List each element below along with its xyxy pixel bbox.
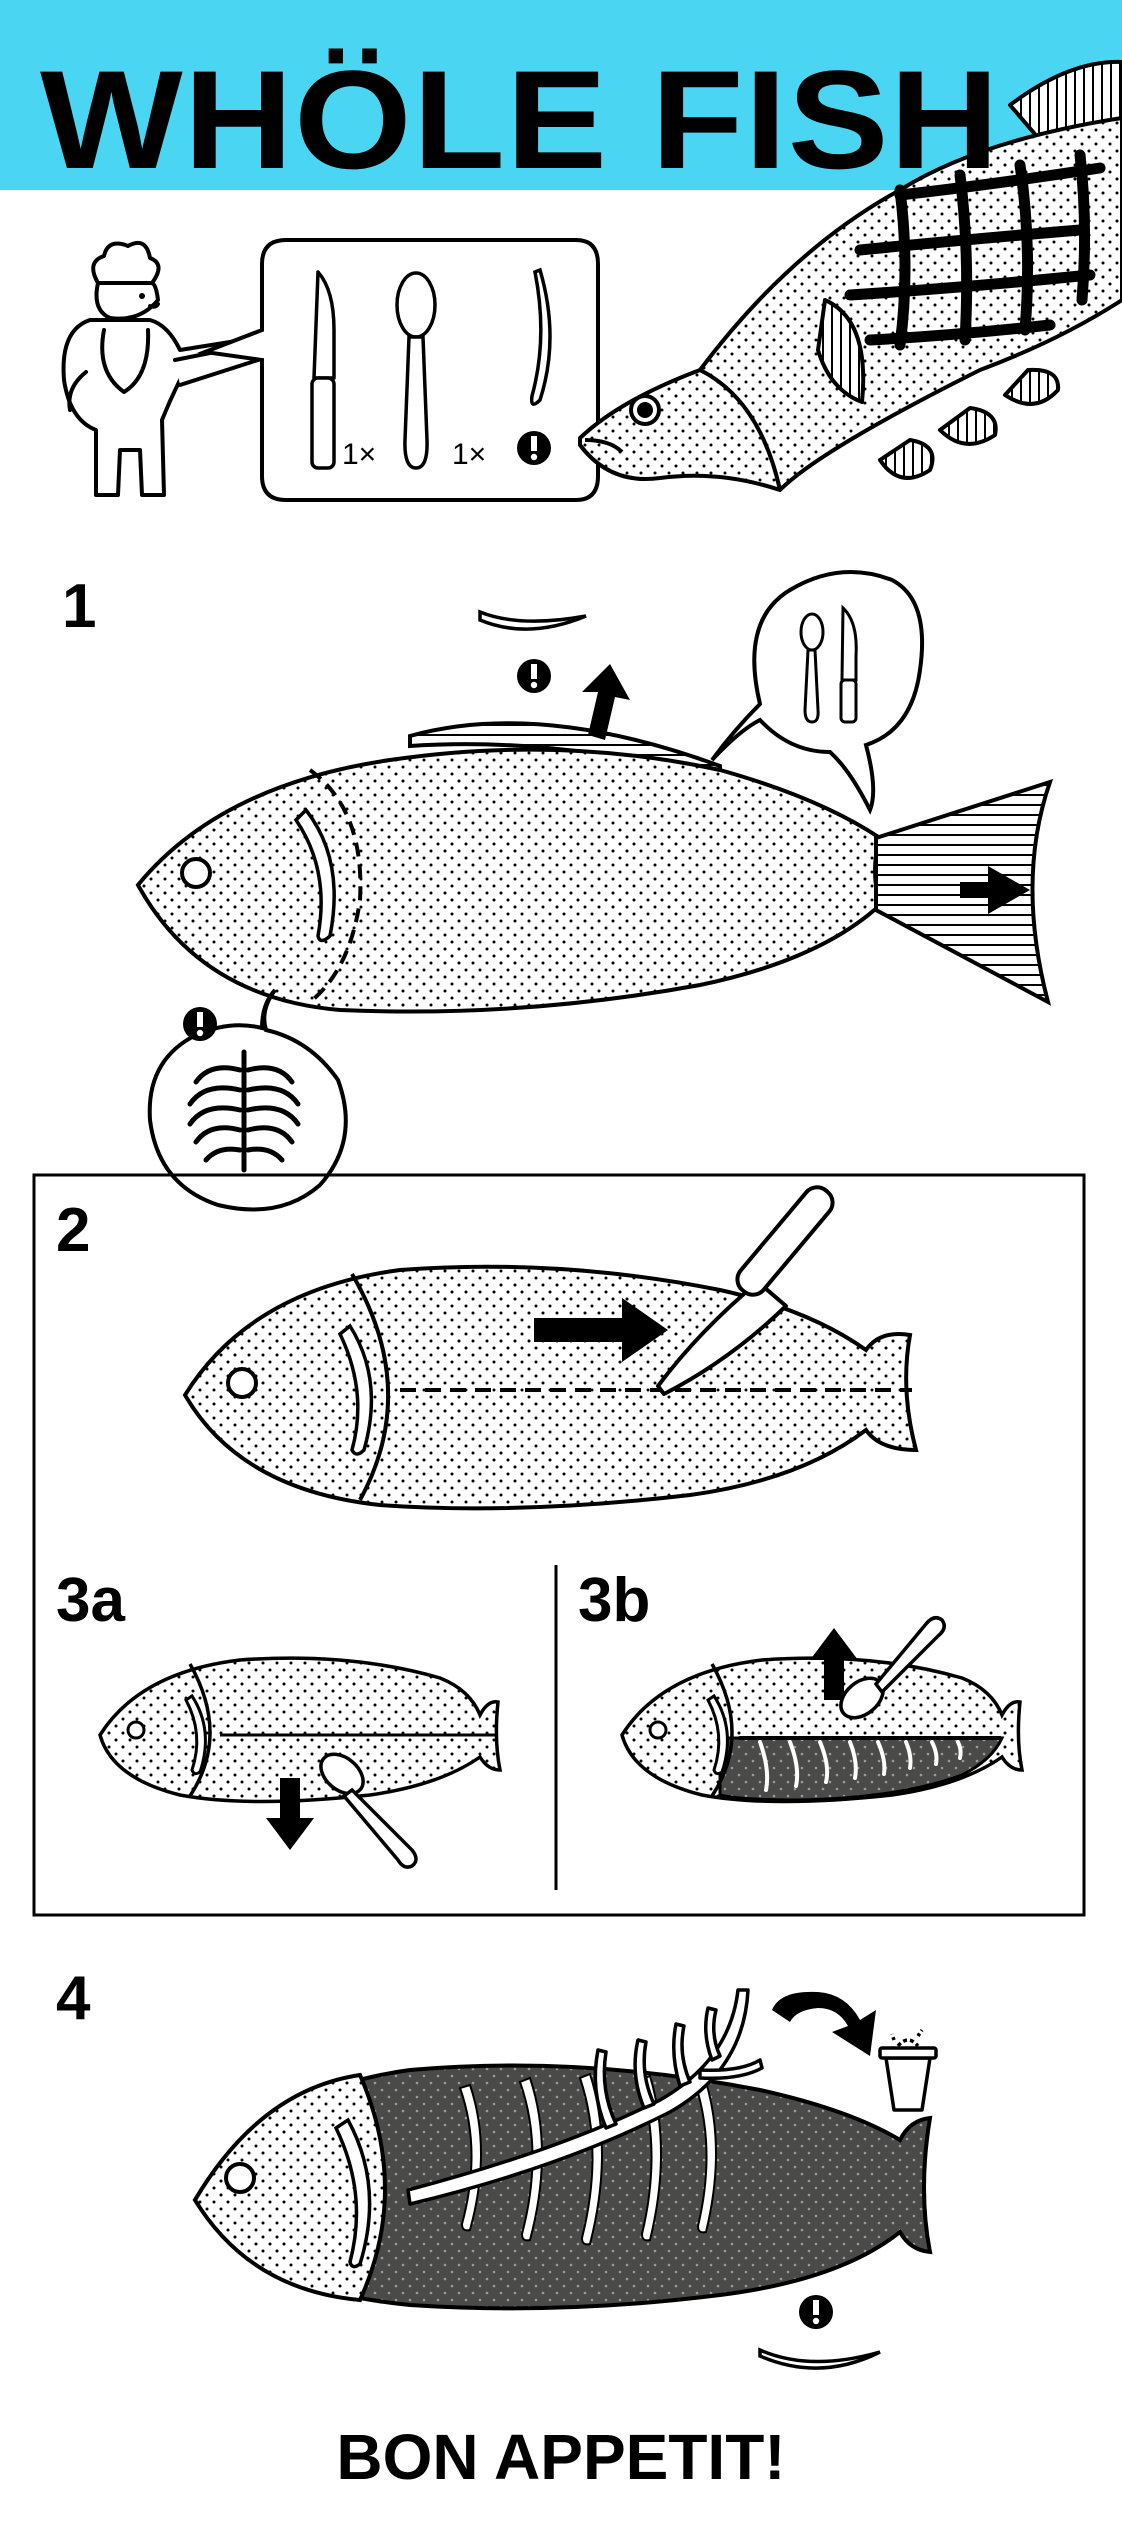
knife-quantity: 1× — [342, 438, 377, 471]
step-3b-number: 3b — [578, 1566, 651, 1635]
warning-icon — [517, 431, 551, 465]
step1-fish — [135, 747, 883, 1014]
knife-icon — [839, 604, 858, 724]
warning-icon — [517, 659, 551, 693]
trash-can-icon — [878, 2029, 938, 2112]
step-3a-number: 3a — [56, 1566, 125, 1635]
step-2-number: 2 — [56, 1196, 91, 1265]
chef-icon — [61, 241, 260, 497]
fish-bone-icon — [478, 609, 587, 631]
header-band — [0, 0, 1122, 190]
step3a-fish — [98, 1656, 503, 1804]
fish-bone-icon — [406, 1988, 764, 2206]
arrow-icon — [582, 664, 630, 740]
bone-bubble — [147, 988, 348, 1212]
warning-icon — [183, 1007, 217, 1041]
steps-2-3-panel — [32, 1173, 1086, 1917]
whole-fish-illustration — [578, 59, 1122, 492]
step2-fish — [182, 1264, 919, 1511]
arrow-icon — [810, 1628, 858, 1700]
step-4-number: 4 — [56, 1964, 91, 2033]
arrow-icon — [266, 1778, 314, 1850]
warning-icon — [799, 2295, 833, 2329]
step4-fish — [192, 2063, 933, 2311]
spoon-quantity: 1× — [452, 438, 487, 471]
closing-message: BON APPETIT! — [336, 2421, 786, 2493]
fish-bone-icon — [738, 1736, 1002, 1792]
spoon-icon — [839, 1616, 946, 1720]
fish-bone-icon — [529, 267, 552, 406]
spoon-icon — [395, 271, 437, 470]
spoon-icon — [319, 1752, 418, 1869]
spoon-icon — [799, 612, 825, 724]
fish-bone-icon — [187, 1049, 301, 1173]
arrow-icon — [960, 866, 1030, 914]
page-title: WHÖLE FISH — [40, 41, 1000, 198]
knife-icon — [310, 270, 336, 470]
knife-icon — [656, 1185, 835, 1396]
step-1-number: 1 — [62, 572, 97, 641]
fish-bone-icon — [758, 2347, 881, 2370]
step3b-fish — [620, 1656, 1025, 1804]
tools-card — [197, 238, 600, 502]
arrow-icon — [772, 1991, 876, 2056]
utensils-bubble — [710, 570, 925, 815]
arrow-icon — [534, 1298, 668, 1362]
